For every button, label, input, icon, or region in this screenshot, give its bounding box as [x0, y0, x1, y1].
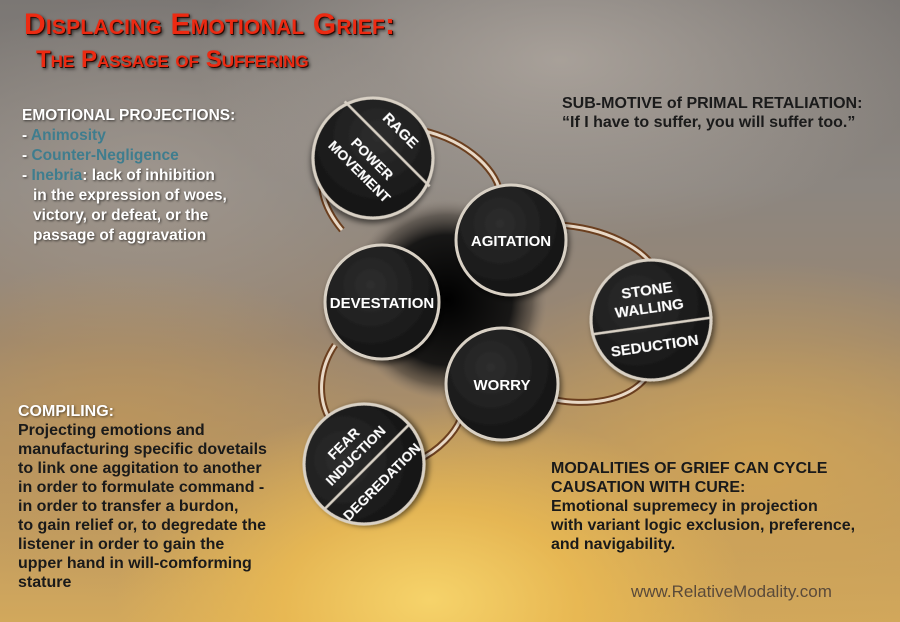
- sub-motive-heading: SUB-MOTIVE of PRIMAL RETALIATION:: [562, 95, 863, 112]
- projection-item: - Animosity: [22, 126, 292, 146]
- projection-item: - Counter-Negligence: [22, 146, 292, 166]
- node-label: STONE: [620, 279, 673, 303]
- projection-term: Animosity: [30, 127, 106, 144]
- modalities-heading-line: MODALITIES OF GRIEF CAN CYCLE: [551, 460, 828, 477]
- bullet-dash: -: [22, 167, 32, 184]
- compiling-block: COMPILING: Projecting emotions and manuf…: [18, 402, 308, 592]
- projection-item: - Inebria: lack of inhibition: [22, 166, 292, 186]
- compiling-line: Projecting emotions and: [18, 422, 205, 439]
- node-label: DEVESTATION: [330, 295, 434, 312]
- emotional-projections-heading: EMOTIONAL PROJECTIONS:: [22, 107, 236, 124]
- projection-continuation-line: passage of aggravation: [33, 227, 207, 244]
- node-rage-power-movement: RAGE POWER MOVEMENT: [311, 96, 435, 220]
- emotional-projections-block: EMOTIONAL PROJECTIONS: - Animosity - Cou…: [22, 106, 292, 246]
- sub-motive-block: SUB-MOTIVE of PRIMAL RETALIATION: “If I …: [562, 94, 892, 132]
- sub-motive-quote: “If I have to suffer, you will suffer to…: [562, 114, 856, 131]
- node-label: WORRY: [474, 377, 531, 394]
- node-fear-induction-degredation: FEAR INDUCTION DEGREDATION: [302, 402, 426, 526]
- website-url[interactable]: www.RelativeModality.com: [631, 582, 832, 601]
- compiling-line: manufacturing specific dovetails: [18, 441, 267, 458]
- compiling-line: upper hand in will-comforming: [18, 555, 252, 572]
- modalities-body-line: with variant logic exclusion, preference…: [551, 517, 856, 534]
- node-stonewalling-seduction: STONE WALLING SEDUCTION: [589, 258, 713, 382]
- loop-right-highlight: [555, 223, 652, 404]
- compiling-line: to gain relief or, to degredate the: [18, 517, 267, 534]
- modalities-block: MODALITIES OF GRIEF CAN CYCLE CAUSATION …: [551, 459, 881, 554]
- node-agitation: AGITATION: [454, 183, 568, 297]
- node-worry: WORRY: [444, 326, 560, 442]
- node-devestation: DEVESTATION: [323, 243, 441, 361]
- projection-term: Counter-Negligence: [31, 147, 179, 164]
- bullet-dash: -: [22, 127, 31, 144]
- projection-description: : lack of inhibition: [82, 167, 215, 184]
- modalities-body-line: and navigability.: [551, 536, 676, 553]
- projection-term: Inebria: [31, 167, 83, 184]
- compiling-line: listener in order to gain the: [18, 536, 225, 553]
- compiling-line: to link one aggitation to another: [18, 460, 262, 477]
- compiling-line: stature: [18, 574, 72, 591]
- compiling-heading: COMPILING:: [18, 403, 114, 420]
- compiling-line: in order to transfer a burdon,: [18, 498, 239, 515]
- projection-continuation-line: victory, or defeat, or the: [33, 207, 209, 224]
- modalities-body-line: Emotional supremecy in projection: [551, 498, 818, 515]
- node-label: AGITATION: [471, 233, 551, 250]
- projection-continuation-line: in the expression of woes,: [33, 187, 227, 204]
- modalities-heading-line: CAUSATION WITH CURE:: [551, 479, 746, 496]
- bullet-dash: -: [22, 147, 32, 164]
- page-subtitle: The Passage of Suffering: [36, 46, 309, 73]
- page-title: Displacing Emotional Grief:: [24, 8, 396, 41]
- compiling-line: in order to formulate command -: [18, 479, 265, 496]
